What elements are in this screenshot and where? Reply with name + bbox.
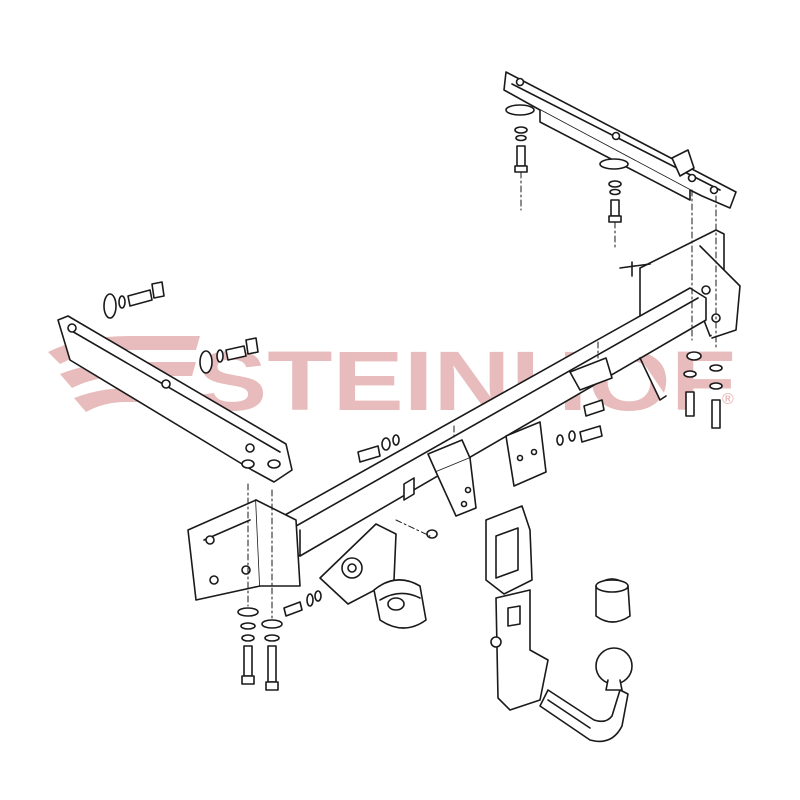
bracket-bolt-set-right <box>683 351 723 429</box>
tow-ball-cap <box>595 578 631 623</box>
lower-bolt-set-right <box>261 619 283 691</box>
crossbar-bolt-set-right <box>599 158 629 223</box>
socket-plate <box>319 523 397 605</box>
bracket-bolt-set-middle <box>199 337 259 374</box>
left-bracket <box>57 315 293 483</box>
front-crossbar <box>503 71 737 209</box>
left-side-plate <box>187 499 301 601</box>
bracket-bolt-set-top <box>103 281 165 319</box>
center-clamp-right <box>505 357 667 487</box>
center-bolt-set <box>357 399 605 463</box>
detachable-ball-neck <box>539 689 629 743</box>
alignment-lines <box>247 171 717 619</box>
tow-ball <box>595 647 633 691</box>
ball-neck-receiver <box>490 589 549 711</box>
center-clamp-left <box>427 439 477 517</box>
electrical-socket <box>373 579 427 629</box>
main-beam <box>275 287 707 557</box>
crossbar-bolt-set-left <box>505 104 535 173</box>
right-side-plate <box>485 505 533 595</box>
watermark-registered-mark: ® <box>722 391 734 408</box>
lower-bolt-set-left <box>237 607 259 685</box>
